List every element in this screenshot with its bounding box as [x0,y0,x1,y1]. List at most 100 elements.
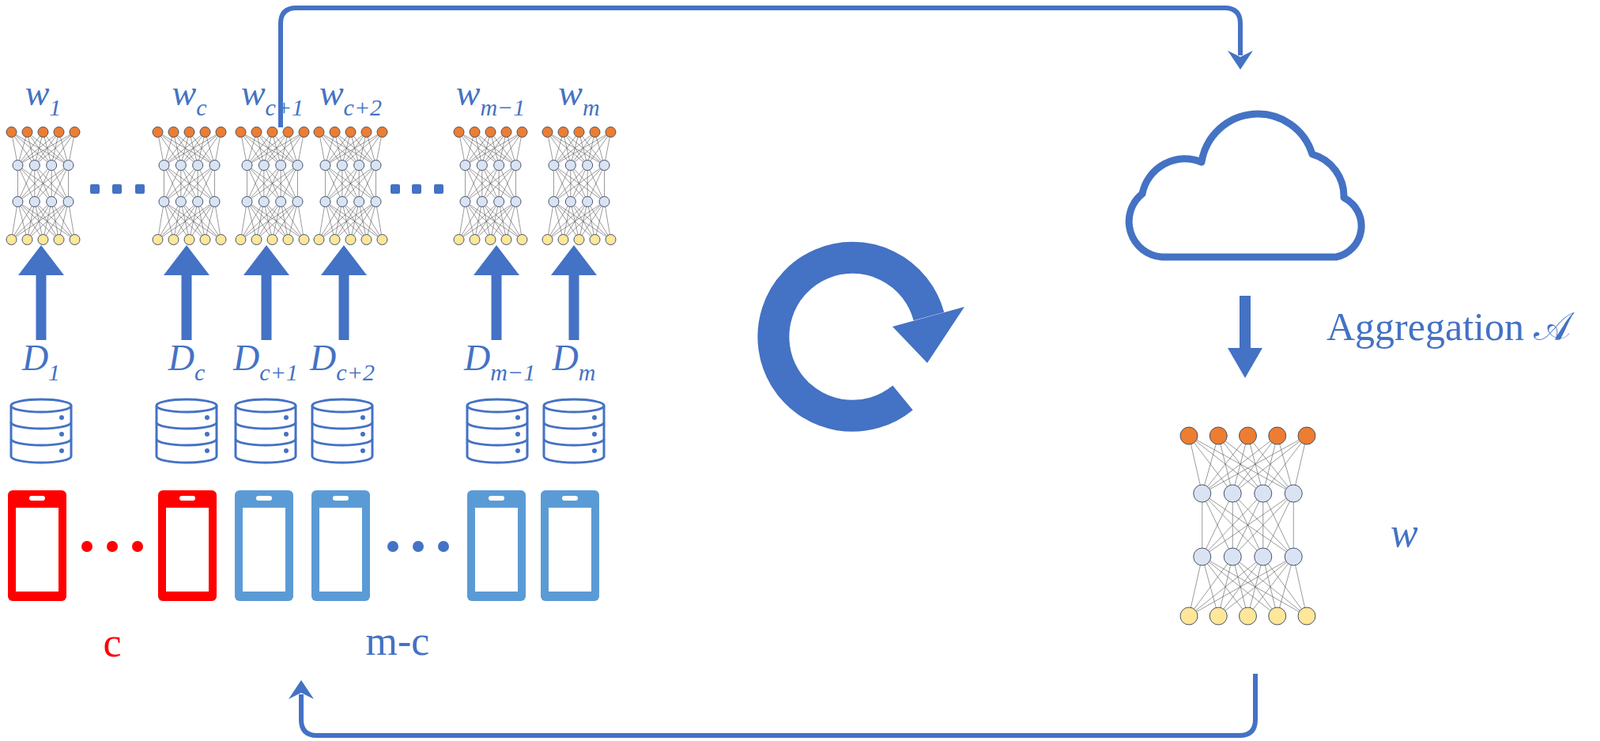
neuron [6,234,17,246]
weight-line [1293,493,1295,557]
neuron [158,160,170,171]
neuron [200,234,211,246]
weight-line [553,132,579,166]
weight-line [246,165,264,202]
weight-line [366,201,377,240]
neuron [63,160,74,171]
weight-line [264,201,305,240]
cylinder-band [467,422,528,429]
neuron [215,127,227,138]
neuron [168,234,179,246]
neuron [516,234,528,246]
neuron [460,160,471,171]
cylinder-band [467,438,528,446]
neuron [215,234,227,246]
network-weights [459,132,523,240]
arrow-head [892,306,965,363]
neuron [46,160,57,171]
ellipsis-dots [90,184,444,194]
weight-line [1201,493,1203,557]
weight-line [1263,556,1307,616]
weight-line [280,165,298,202]
neuron [292,196,303,208]
weight-line [350,201,377,240]
weight-line [1202,493,1234,557]
upload-arrow [36,275,47,340]
weight-line [1232,435,1278,494]
weight-line [319,201,377,240]
neuron [267,234,278,246]
weight-line [241,201,248,240]
network-neurons [542,127,616,246]
neuron [29,196,40,208]
local-dataset: D1 [7,339,75,467]
cylinder-band [312,438,373,446]
neuron [494,160,505,171]
weight-line [553,165,570,202]
local-model: w1 [4,75,82,246]
weight-line [1248,556,1295,616]
network-weights [158,132,222,240]
neuron [345,234,356,246]
dot [106,540,118,552]
weight-line [246,165,298,202]
weight-line [205,201,216,240]
neuron [329,127,340,138]
neuron [37,127,49,138]
neuron [298,127,310,138]
weight-line [459,201,466,240]
weight-line [1202,556,1278,616]
neuron [69,234,80,246]
weight-line [197,165,215,202]
database-symbol [156,399,217,463]
weight-line [553,201,563,240]
neuron [1298,607,1316,625]
neuron [542,234,553,246]
phone-body [158,490,217,601]
local-dataset: Dm [540,339,608,467]
neuron [320,160,331,171]
dataset-label: D1 [22,339,61,385]
weight-line [1202,493,1264,557]
weight-line [490,201,517,240]
weight-line [1218,556,1233,616]
weight-line [464,165,516,202]
neuron [377,234,388,246]
weight-line [197,165,215,202]
weight-line [579,201,605,240]
network-weights [547,132,612,240]
weight-line [1232,556,1248,616]
neuron [516,127,528,138]
neuron [6,127,17,138]
weight-label: wc+2 [319,75,382,120]
round-arrow [773,257,965,416]
local-dataset: Dm−1 [464,339,531,467]
weight-line [51,165,68,202]
database-graphic [232,397,299,465]
neuron [69,127,80,138]
network-weights [241,132,305,240]
neuron [251,234,262,246]
model-label: w [1390,512,1419,554]
cloud-server [1128,113,1362,257]
neuron [453,234,465,246]
indicator-dot [360,431,366,437]
neuron [1180,426,1198,445]
neuron [469,234,480,246]
neuron [22,234,33,246]
network-graphic [1178,423,1317,628]
loop-line [280,7,1241,128]
cylinder-band [235,438,296,446]
weight-line [547,201,589,240]
weight-line [1293,556,1307,616]
weight-line [27,201,69,240]
neuron [192,196,204,208]
weight-line [17,201,27,240]
cylinder-top [11,399,72,412]
database-symbol [312,399,373,463]
weight-line [553,165,604,202]
neuron [152,234,163,246]
weight-line [280,165,298,202]
weight-line [163,132,189,166]
cylinder-band [543,422,604,429]
